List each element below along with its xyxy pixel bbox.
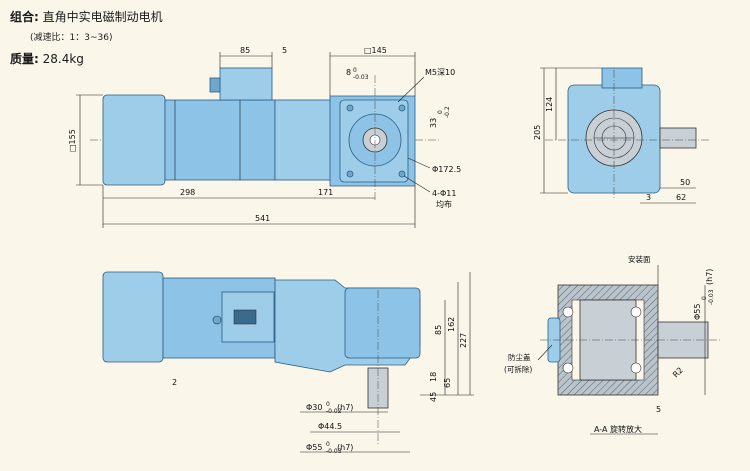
motor-body bbox=[164, 99, 276, 181]
dim-124: 124 bbox=[545, 97, 554, 112]
holes-note: 均布 bbox=[436, 199, 452, 209]
dim-5: 5 bbox=[282, 46, 287, 55]
dust-cover-label: 防尘盖 bbox=[508, 352, 531, 362]
section-caption: A-A 旋转放大 bbox=[594, 424, 642, 434]
dim-62: 62 bbox=[676, 193, 686, 202]
top-view: 85 5 □155 □145 8 0 -0.03 M5深10 33 0 -0.2… bbox=[68, 46, 461, 228]
svg-text:-0.2: -0.2 bbox=[444, 106, 451, 118]
dim-155: □155 bbox=[68, 129, 77, 152]
svg-text:-0.03: -0.03 bbox=[353, 74, 369, 81]
dim-541: 541 bbox=[255, 214, 270, 223]
svg-text:-0.03: -0.03 bbox=[326, 448, 342, 455]
mass-label: 质量: bbox=[10, 52, 39, 66]
svg-text:0: 0 bbox=[437, 110, 444, 114]
dust-cover-note: (可拆除) bbox=[504, 364, 532, 374]
tap-m5: M5深10 bbox=[425, 68, 455, 77]
dim-55: Φ55 bbox=[306, 443, 322, 452]
svg-text:-0.02: -0.02 bbox=[326, 408, 342, 415]
front-fan-cover bbox=[102, 271, 164, 363]
combo-value: 直角中实电磁制动电机 bbox=[42, 10, 163, 24]
svg-text:(h7): (h7) bbox=[705, 269, 714, 285]
mass-line: 质量: 28.4kg bbox=[10, 50, 84, 67]
mass-value: 28.4kg bbox=[42, 52, 84, 66]
dim-45: 45 bbox=[429, 392, 438, 402]
svg-text:(h7): (h7) bbox=[337, 403, 353, 412]
side-view: 205 124 50 3 62 bbox=[533, 67, 710, 204]
section-view: 安装面 Φ55 0 -0.03 (h7) R2 5 防尘盖 (可拆除) A-A … bbox=[504, 254, 720, 435]
dim-298: 298 bbox=[180, 188, 195, 197]
svg-text:0: 0 bbox=[326, 441, 330, 448]
terminal-box bbox=[219, 67, 273, 101]
dim-holes: 4-Φ11 bbox=[432, 189, 456, 198]
dim-205: 205 bbox=[533, 125, 542, 140]
dim-3: 3 bbox=[646, 193, 651, 202]
dim-2: 2 bbox=[172, 378, 177, 387]
svg-text:0: 0 bbox=[353, 67, 357, 74]
dim-171: 171 bbox=[318, 188, 333, 197]
dim-r2: R2 bbox=[671, 366, 685, 380]
dim-50: 50 bbox=[680, 178, 690, 187]
ratio-note: (减速比：1：3~36) bbox=[30, 33, 113, 43]
combo-line: 组合: 直角中实电磁制动电机 bbox=[10, 8, 163, 25]
dim-55-section: Φ55 bbox=[693, 304, 702, 320]
svg-text:0: 0 bbox=[326, 401, 330, 408]
front-view: 2 85 162 227 18 65 45 Φ30 0 -0.02 (h7) Φ… bbox=[102, 271, 474, 455]
dim-145: □145 bbox=[364, 46, 387, 55]
dim-162: 162 bbox=[447, 317, 456, 332]
svg-text:0: 0 bbox=[701, 296, 708, 300]
gear-housing bbox=[274, 99, 338, 181]
svg-text:-0.03: -0.03 bbox=[708, 289, 715, 305]
dim-227: 227 bbox=[459, 333, 468, 348]
dim-85: 85 bbox=[240, 46, 250, 55]
side-shaft bbox=[659, 127, 697, 149]
dim-5-section: 5 bbox=[656, 405, 661, 414]
side-terminal-box bbox=[601, 67, 643, 89]
dim-44: Φ44.5 bbox=[318, 422, 342, 431]
svg-text:(h7): (h7) bbox=[337, 443, 353, 452]
dim-65: 65 bbox=[443, 378, 452, 388]
dim-key-8: 8 bbox=[346, 68, 351, 77]
motor-fan-cover bbox=[102, 94, 166, 186]
dim-30: Φ30 bbox=[306, 403, 322, 412]
mount-face-label: 安装面 bbox=[628, 254, 651, 264]
combo-label: 组合: bbox=[10, 10, 39, 24]
dim-18: 18 bbox=[429, 372, 438, 382]
dim-33: 33 bbox=[429, 118, 438, 128]
dim-85: 85 bbox=[434, 325, 443, 335]
dim-172: Φ172.5 bbox=[432, 165, 461, 174]
